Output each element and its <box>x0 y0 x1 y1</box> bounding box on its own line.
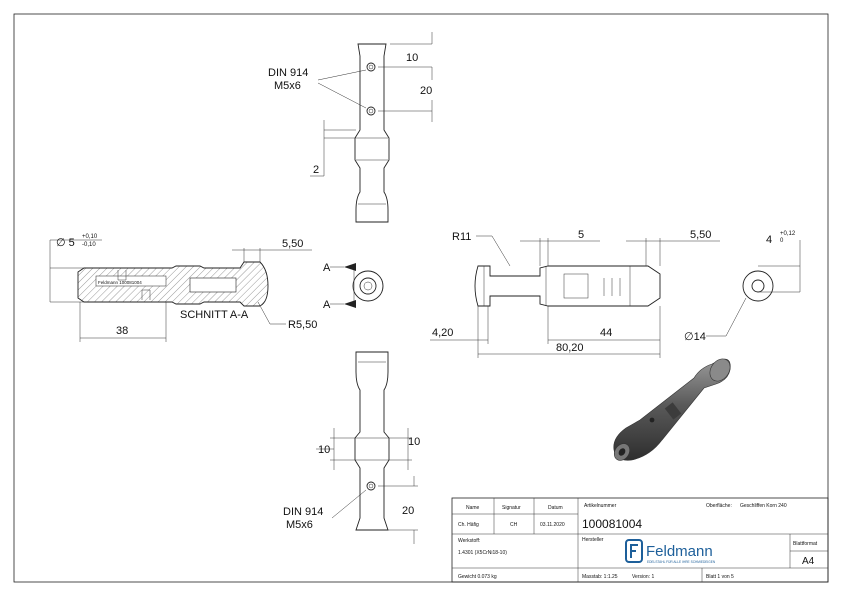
cut-marker-a-bottom: A <box>323 299 331 311</box>
section-tol-down: -0,10 <box>82 242 96 248</box>
section-tol-up: +0,10 <box>82 234 98 240</box>
end-dim-4: 4 <box>766 234 772 246</box>
bottom-screw-hole <box>366 481 376 491</box>
tb-row-signatur: CH <box>510 522 518 528</box>
top-note-din: DIN 914 <box>268 67 308 79</box>
top-dim-20: 20 <box>420 85 432 97</box>
bottom-dim-10-left: 10 <box>318 444 330 456</box>
pin-render <box>613 358 731 461</box>
tb-werkstoff-label: Werkstoff: <box>458 538 480 544</box>
logo-tagline: EDELSTAHL FÜR ALLE IHRE SCHMIEDEIGEN <box>647 560 716 564</box>
side-dim-5: 5 <box>578 229 584 241</box>
tb-header-datum: Datum <box>548 505 563 511</box>
top-note-size: M5x6 <box>274 80 301 92</box>
side-view: R11 5 5,50 4,20 44 80,20 <box>430 229 720 358</box>
tb-header-oberflaeche: Oberfläche: <box>706 503 732 509</box>
bottom-pin-outline <box>354 351 390 531</box>
side-dim-44: 44 <box>600 327 612 339</box>
sheet-border <box>13 13 829 583</box>
end-view-right: 4 +0,12 0 ∅14 <box>684 231 801 343</box>
side-dim-4-20: 4,20 <box>432 327 453 339</box>
tb-version: Version: 1 <box>632 574 654 580</box>
end-view-left: A A <box>323 262 384 311</box>
section-view: Feldmann 100081004 ∅ 5 +0,10 -0,10 5,50 … <box>49 234 317 342</box>
end-dim-14: ∅14 <box>684 331 706 343</box>
tb-header-name: Name <box>466 505 480 511</box>
bottom-dim-10-right: 10 <box>408 436 420 448</box>
bottom-note-din: DIN 914 <box>283 506 323 518</box>
top-screw-hole-2 <box>366 106 376 116</box>
tb-header-artikel: Artikelnummer <box>584 503 617 509</box>
title-block: Name Signatur Datum Artikelnummer Oberfl… <box>451 497 829 583</box>
bottom-dim-20: 20 <box>402 505 414 517</box>
tb-row-name: Ch. Häfig <box>458 522 479 528</box>
tb-blattformat-label: Blattformat <box>793 541 818 547</box>
tb-blatt: Blatt 1 von 5 <box>706 574 734 580</box>
cut-marker-a-top: A <box>323 262 331 274</box>
section-caption: SCHNITT A-A <box>180 309 249 321</box>
bottom-note-size: M5x6 <box>286 519 313 531</box>
side-dim-80-20: 80,20 <box>556 342 584 354</box>
tb-article-number: 100081004 <box>582 517 642 531</box>
tb-row-datum: 03.11.2020 <box>540 522 565 528</box>
top-dim-2: 2 <box>313 164 319 176</box>
section-dim-r5-50: R5,50 <box>288 319 317 331</box>
side-pin-outline <box>474 265 661 307</box>
tb-werkstoff-value: 1.4301 (X5CrNi18-10) <box>458 550 507 556</box>
end-tol-down: 0 <box>780 238 784 244</box>
tb-hersteller-label: Hersteller <box>582 537 604 543</box>
section-dim-5-50: 5,50 <box>282 238 303 250</box>
section-dim-diameter: ∅ 5 <box>56 237 75 249</box>
logo-wordmark: Feldmann <box>646 543 713 560</box>
tb-oberflaeche-value: Geschliffen Korn 240 <box>740 503 787 509</box>
top-screw-hole-1 <box>366 62 376 72</box>
section-engraving: Feldmann 100081004 <box>98 280 142 285</box>
bottom-view: 10 10 20 DIN 914 M5x6 <box>283 351 420 544</box>
tb-gewicht: Gewicht 0.073 kg <box>458 574 497 580</box>
tb-header-signatur: Signatur <box>502 505 521 511</box>
end-tol-up: +0,12 <box>780 231 796 237</box>
tb-blattformat-value: A4 <box>802 556 815 567</box>
side-dim-5-50: 5,50 <box>690 229 711 241</box>
section-body <box>77 261 269 307</box>
top-pin-outline <box>354 43 390 223</box>
tb-massstab: Masstab: 1:1.25 <box>582 574 618 580</box>
top-view: 10 20 2 DIN 914 M5x6 <box>268 32 433 223</box>
top-dim-10: 10 <box>406 52 418 64</box>
section-dim-38: 38 <box>116 325 128 337</box>
feldmann-logo: Feldmann EDELSTAHL FÜR ALLE IHRE SCHMIED… <box>625 539 716 564</box>
side-dim-r11: R11 <box>452 231 471 243</box>
